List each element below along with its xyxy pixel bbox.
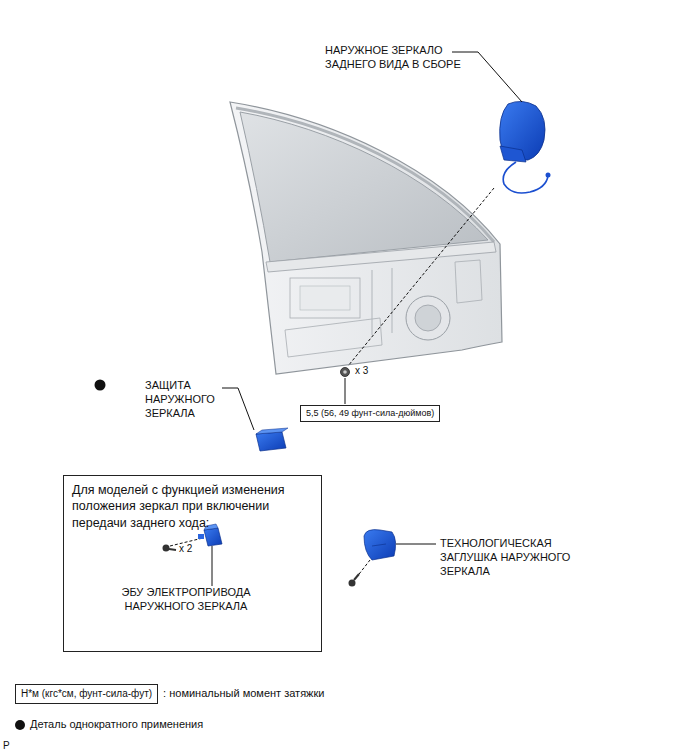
part-name: ЭБУ ЭЛЕКТРОПРИВОДА НАРУЖНОГО ЗЕРКАЛА: [111, 586, 261, 614]
screw-symbol: [163, 545, 170, 552]
node-text: Для моделей с функцией изменения положен…: [72, 482, 312, 531]
legend-dot: [15, 720, 25, 730]
door-panel-detail: [285, 318, 382, 357]
screw-symbol: [169, 549, 176, 550]
protector-part: [256, 432, 286, 451]
cap-part: [364, 530, 396, 560]
leader-line: [396, 544, 436, 545]
node-text: Н*м (кгс*см, фунт-сила-фут): [21, 688, 152, 700]
door-belt: [266, 242, 496, 272]
mirror-wire: [503, 162, 548, 193]
legend-box: Н*м (кгс*см, фунт-сила-фут): [15, 684, 158, 704]
screw-symbol: [354, 574, 359, 580]
ecu-part: [204, 528, 222, 546]
door-outline: [230, 102, 502, 374]
door-panel-detail: [290, 278, 360, 318]
door-frame: [236, 108, 494, 242]
dashed-leader: [348, 188, 494, 366]
protector-part: [256, 428, 288, 434]
door-glass: [240, 112, 488, 262]
door-panel-detail: [455, 260, 482, 303]
note-box: Для моделей с функцией изменения положен…: [63, 475, 322, 652]
bolt-symbol: [341, 368, 350, 377]
torque-box: 5,5 (56, 49 фунт-сила-дюймов): [300, 405, 440, 422]
door-speaker: [406, 296, 450, 340]
single-use-dot: [95, 380, 106, 391]
part-name: ТЕХНОЛОГИЧЕСКАЯ ЗАГЛУШКА НАРУЖНОГО ЗЕРКА…: [440, 537, 600, 578]
screw-symbol: [349, 580, 356, 587]
cap-part: [372, 544, 386, 546]
bolt-symbol: [341, 368, 350, 377]
cap-part: [364, 530, 396, 560]
page-mark: P: [3, 740, 10, 753]
protector-part: [256, 428, 288, 451]
quantity: x 3: [355, 365, 368, 378]
legend-text: Деталь однократного применения: [30, 718, 203, 732]
mirror-base: [500, 146, 526, 162]
door-speaker: [415, 305, 441, 331]
bolt-symbol: [343, 370, 347, 374]
screw-symbol: [349, 574, 360, 587]
leader-line: [222, 388, 254, 430]
screw-symbol: [163, 545, 177, 552]
quantity: x 2: [179, 543, 192, 556]
ecu-part: [198, 534, 204, 539]
mirror-connector: [546, 173, 551, 178]
mirror-illustration: [500, 101, 551, 193]
node-text: 5,5 (56, 49 фунт-сила-дюймов): [306, 408, 434, 419]
legend-text: : номинальный момент затяжки: [163, 687, 324, 701]
door-panel-detail: [300, 286, 350, 310]
leader-line: [345, 378, 346, 404]
part-name: НАРУЖНОЕ ЗЕРКАЛО ЗАДНЕГО ВИДА В СБОРЕ: [325, 44, 475, 72]
leader-line: [212, 546, 213, 586]
door-illustration: [230, 102, 502, 374]
part-name: ЗАЩИТА НАРУЖНОГО ЗЕРКАЛА: [145, 379, 230, 420]
leader-line: [452, 52, 522, 102]
